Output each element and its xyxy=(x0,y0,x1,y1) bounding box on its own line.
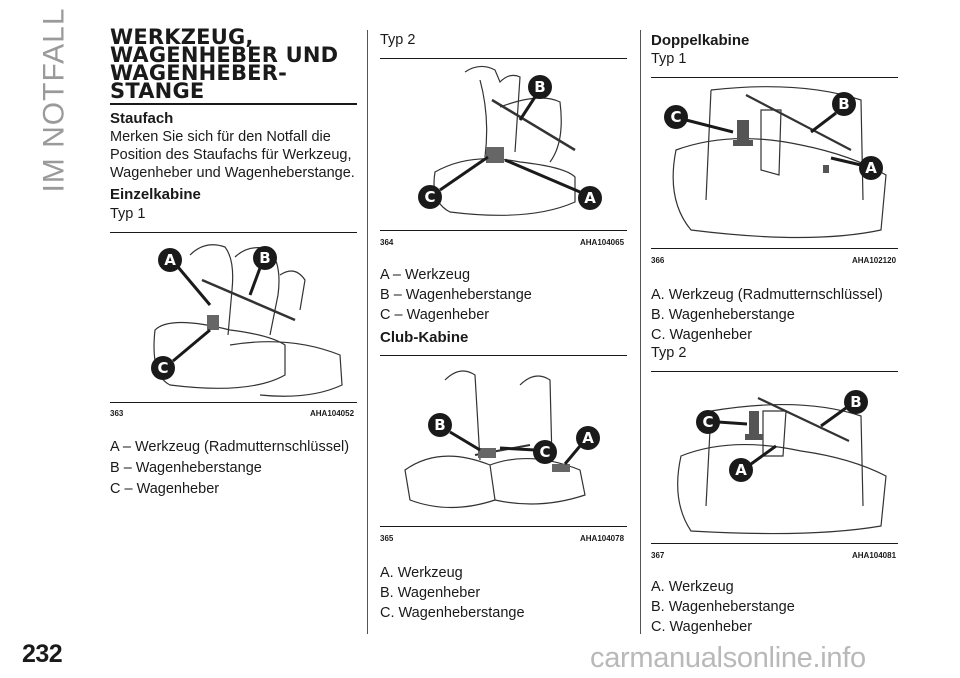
figure-rule xyxy=(110,232,357,233)
figure-number: 367 xyxy=(651,551,665,560)
legend-item: A – Werkzeug xyxy=(380,267,471,283)
figure-rule xyxy=(380,58,627,59)
legend-item: C. Wagenheber xyxy=(651,327,753,343)
svg-text:C: C xyxy=(424,188,435,206)
badge-b: B xyxy=(820,390,868,428)
legend-item: A. Werkzeug xyxy=(380,565,463,581)
badge-b: B xyxy=(248,246,277,296)
badge-b: B xyxy=(518,75,552,121)
typ-label: Typ 1 xyxy=(110,206,146,222)
figure-code: AHA102120 xyxy=(852,256,897,265)
svg-text:A: A xyxy=(582,429,594,447)
figure-caption-rule xyxy=(651,543,898,544)
legend-item: B. Wagenheber xyxy=(380,585,481,601)
staufach-heading: Staufach xyxy=(110,110,174,127)
figure-code: AHA104065 xyxy=(580,238,625,247)
legend-item: C. Wagenheber xyxy=(651,619,753,635)
badge-b: B xyxy=(428,413,481,452)
svg-text:A: A xyxy=(584,189,596,207)
legend-item: A. Werkzeug (Radmutternschlüssel) xyxy=(651,287,883,303)
legend-item: C – Wagenheber xyxy=(380,307,490,323)
legend-item: A – Werkzeug (Radmutternschlüssel) xyxy=(110,439,350,455)
page-title: WERKZEUG, WAGENHEBER UND WAGENHEBER- STA… xyxy=(110,25,339,103)
badge-a: A xyxy=(158,248,212,306)
doppelkabine-heading: Doppelkabine xyxy=(651,32,750,49)
figure-caption-rule xyxy=(110,402,357,403)
figure-365-seat-illustration: B C A xyxy=(404,370,600,509)
title-rule xyxy=(110,103,357,105)
figure-caption-rule xyxy=(380,526,627,527)
legend-item: A. Werkzeug xyxy=(651,579,734,595)
legend-item: B – Wagenheberstange xyxy=(380,287,532,303)
legend-item: C – Wagenheber xyxy=(110,481,220,497)
figure-number: 365 xyxy=(380,534,394,543)
figure-code: AHA104052 xyxy=(310,409,355,418)
svg-text:B: B xyxy=(259,249,270,267)
figure-rule xyxy=(651,371,898,372)
figure-caption-rule xyxy=(380,230,627,231)
figure-code: AHA104078 xyxy=(580,534,625,543)
einzelkabine-heading: Einzelkabine xyxy=(110,186,201,203)
svg-text:A: A xyxy=(164,251,176,269)
figure-366-seat-illustration: C B A xyxy=(664,86,887,239)
legend-item: B. Wagenheberstange xyxy=(651,307,795,323)
svg-text:C: C xyxy=(670,108,681,126)
figure-number: 363 xyxy=(110,409,124,418)
page-number: 232 xyxy=(22,640,63,668)
badge-c: C xyxy=(696,410,748,434)
section-side-label: IM NOTFALL xyxy=(38,7,72,193)
club-kabine-heading: Club-Kabine xyxy=(380,329,469,346)
column-separator xyxy=(640,30,641,634)
figure-number: 366 xyxy=(651,256,665,265)
svg-text:B: B xyxy=(434,416,445,434)
watermark: carmanualsonline.info xyxy=(590,642,866,674)
badge-a: A xyxy=(729,444,777,482)
figure-364-seat-illustration: B C A xyxy=(418,65,602,216)
badge-c: C xyxy=(499,440,557,464)
figure-code: AHA104081 xyxy=(852,551,897,560)
badge-a: A xyxy=(563,426,600,465)
badge-a: A xyxy=(830,156,883,180)
staufach-text: Merken Sie sich für den Notfall die Posi… xyxy=(110,129,355,181)
svg-text:C: C xyxy=(702,413,713,431)
figure-363-seat-illustration: A B C xyxy=(151,244,343,397)
svg-text:B: B xyxy=(838,95,849,113)
svg-text:C: C xyxy=(157,359,168,377)
svg-text:A: A xyxy=(735,461,747,479)
column-separator xyxy=(367,30,368,634)
typ-label: Typ 2 xyxy=(380,32,416,48)
badge-a: A xyxy=(504,158,602,210)
legend-item: B – Wagenheberstange xyxy=(110,460,262,476)
legend-item: C. Wagenheberstange xyxy=(380,605,525,621)
badge-c: C xyxy=(151,328,211,380)
figure-number: 364 xyxy=(380,238,394,247)
figure-caption-rule xyxy=(651,248,898,249)
figure-rule xyxy=(651,77,898,78)
typ-label: Typ 2 xyxy=(651,345,687,361)
svg-text:B: B xyxy=(534,78,545,96)
legend-item: B. Wagenheberstange xyxy=(651,599,795,615)
svg-text:A: A xyxy=(865,159,877,177)
badge-c: C xyxy=(418,155,489,209)
svg-text:B: B xyxy=(850,393,861,411)
badge-c: C xyxy=(664,105,734,134)
figure-rule xyxy=(380,355,627,356)
typ-label: Typ 1 xyxy=(651,51,687,67)
svg-text:C: C xyxy=(539,443,550,461)
figure-367-seat-illustration: C B A xyxy=(677,390,887,535)
badge-b: B xyxy=(810,92,856,134)
